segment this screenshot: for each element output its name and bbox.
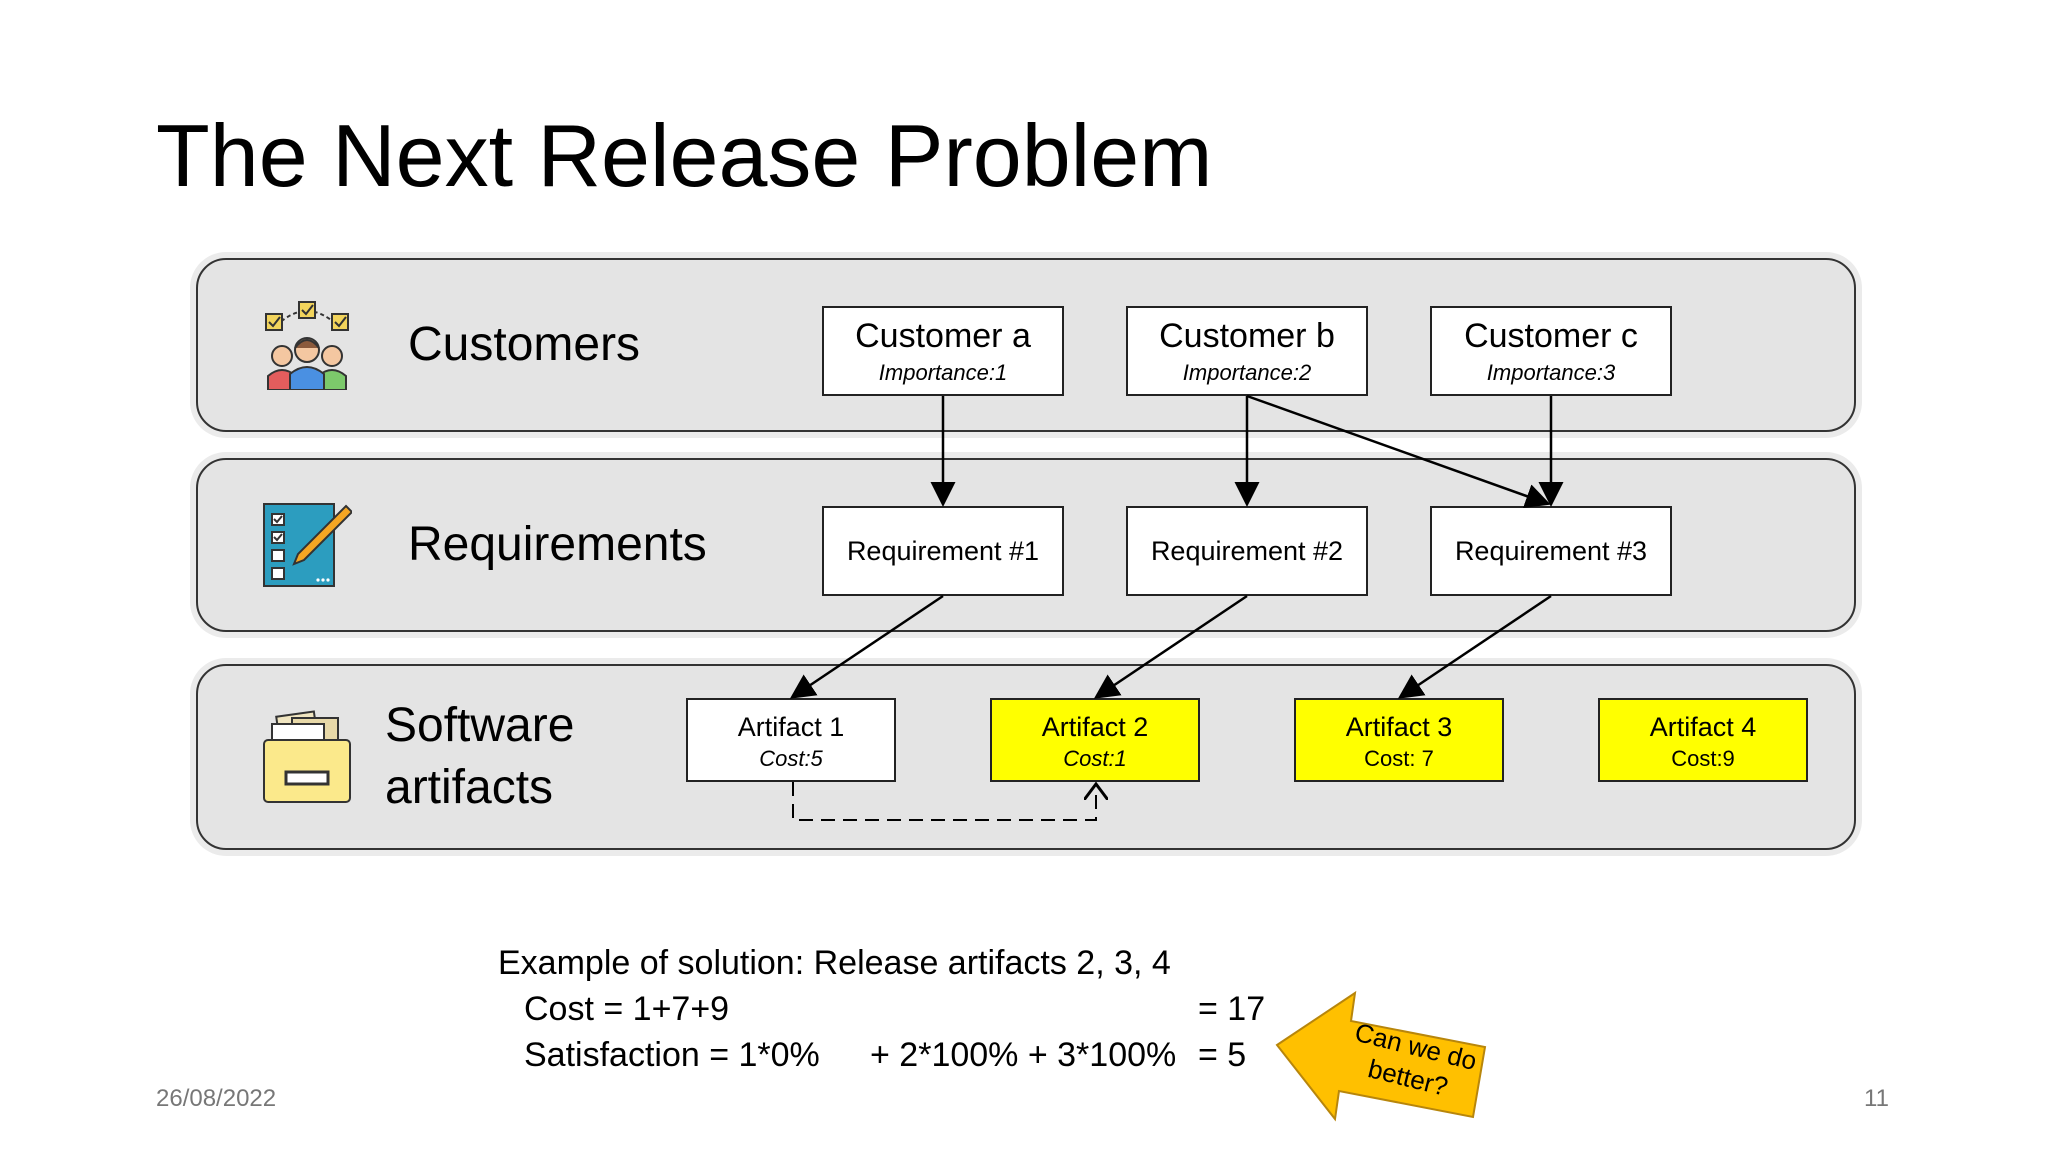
requirement-box-2: Requirement #2 — [1126, 506, 1368, 596]
customer-importance: Importance:2 — [1182, 360, 1312, 385]
customers-label: Customers — [408, 318, 641, 371]
customer-name: Customer c — [1464, 317, 1638, 355]
requirement-box-3: Requirement #3 — [1430, 506, 1672, 596]
satisfaction-terms: + 2*100% + 3*100% — [870, 1036, 1177, 1074]
callout-arrow-shape — [1275, 990, 1487, 1122]
cost-label: Cost = 1+7+9 — [524, 990, 730, 1028]
artifact-box-3: Artifact 3 Cost: 7 — [1294, 698, 1504, 782]
artifact-name: Artifact 2 — [1041, 712, 1149, 742]
clipboard-pencil-icon — [263, 503, 352, 587]
footer-date: 26/08/2022 — [156, 1085, 277, 1112]
artifact-cost: Cost:9 — [1671, 746, 1735, 771]
artifact-box-2: Artifact 2 Cost:1 — [990, 698, 1200, 782]
requirement-name: Requirement #1 — [846, 536, 1040, 566]
customer-box-b: Customer b Importance:2 — [1126, 306, 1368, 396]
arrow-artifact-1-depends-artifact-2 — [792, 782, 1096, 821]
solution-block: Example of solution: Release artifacts 2… — [498, 940, 1265, 1078]
artifact-cost: Cost:1 — [1063, 746, 1127, 771]
artifact-name: Artifact 1 — [737, 712, 845, 742]
requirement-name: Requirement #3 — [1454, 536, 1648, 566]
customer-importance: Importance:3 — [1486, 360, 1616, 385]
artifact-cost: Cost:5 — [759, 746, 823, 771]
customer-box-a: Customer a Importance:1 — [822, 306, 1064, 396]
requirement-box-1: Requirement #1 — [822, 506, 1064, 596]
satisfaction-row: Satisfaction = 1*0% + 2*100% + 3*100% = … — [498, 1032, 1246, 1078]
customer-name: Customer a — [855, 317, 1031, 355]
slide-title: The Next Release Problem — [156, 106, 1213, 205]
customer-box-c: Customer c Importance:3 — [1430, 306, 1672, 396]
customer-name: Customer b — [1159, 317, 1335, 355]
requirements-label: Requirements — [408, 518, 707, 571]
page-number: 11 — [1864, 1085, 1889, 1112]
satisfaction-label: Satisfaction = 1*0% — [524, 1036, 820, 1074]
artifacts-label: artifacts — [385, 761, 554, 814]
arrow-req-2-to-artifact-2 — [1093, 594, 1248, 699]
satisfaction-result: = 5 — [1198, 1036, 1247, 1074]
cost-result: = 17 — [1198, 990, 1266, 1028]
file-drawer-icon — [263, 710, 351, 803]
software-label: Software — [385, 699, 575, 752]
artifact-box-4: Artifact 4 Cost:9 — [1598, 698, 1808, 782]
arrow-customer-b-to-req-3 — [1246, 394, 1551, 509]
cost-row: Cost = 1+7+9 = 17 — [498, 986, 1265, 1032]
artifact-box-1: Artifact 1 Cost:5 — [686, 698, 896, 782]
customer-importance: Importance:1 — [878, 360, 1008, 385]
solution-heading: Example of solution: Release artifacts 2… — [498, 944, 1171, 982]
artifact-name: Artifact 4 — [1649, 712, 1757, 742]
people-checklist-icon — [265, 301, 349, 390]
artifact-cost: Cost: 7 — [1364, 746, 1434, 771]
arrow-req-3-to-artifact-3 — [1397, 594, 1552, 699]
arrow-req-1-to-artifact-1 — [789, 594, 944, 699]
artifact-name: Artifact 3 — [1345, 712, 1453, 742]
requirement-name: Requirement #2 — [1150, 536, 1344, 566]
